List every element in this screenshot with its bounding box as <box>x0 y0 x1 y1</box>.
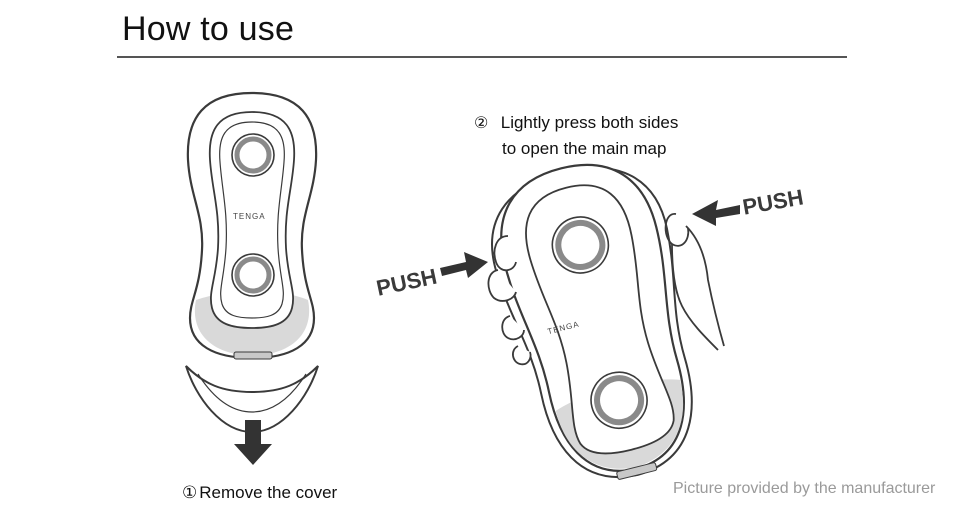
svg-text:PUSH: PUSH <box>741 184 806 219</box>
device-held-view <box>491 163 693 480</box>
step-2-line-2: to open the main map <box>502 139 667 158</box>
down-arrow-icon <box>234 420 272 465</box>
push-left-label: PUSH <box>374 264 439 301</box>
title-divider <box>117 56 847 58</box>
push-right-arrow-icon <box>440 252 488 278</box>
step-1-number: ① <box>182 483 198 502</box>
step-2-instruction: ② Lightly press both sides to open the m… <box>474 110 678 161</box>
page-title: How to use <box>122 10 295 48</box>
device-front-view: TENGA <box>186 91 318 360</box>
svg-text:PUSH: PUSH <box>374 264 439 301</box>
push-left-arrow-icon <box>692 200 740 226</box>
step-2-number: ② <box>474 115 489 132</box>
step-1-text: Remove the cover <box>199 483 338 502</box>
image-credit: Picture provided by the manufacturer <box>673 480 936 497</box>
push-right-label: PUSH <box>741 184 806 219</box>
brand-logo-front: TENGA <box>233 212 266 221</box>
right-hand-icon <box>664 213 725 351</box>
step-2-line-1: Lightly press both sides <box>500 113 679 132</box>
left-hand-icon <box>487 235 532 366</box>
removed-cover <box>185 365 319 434</box>
